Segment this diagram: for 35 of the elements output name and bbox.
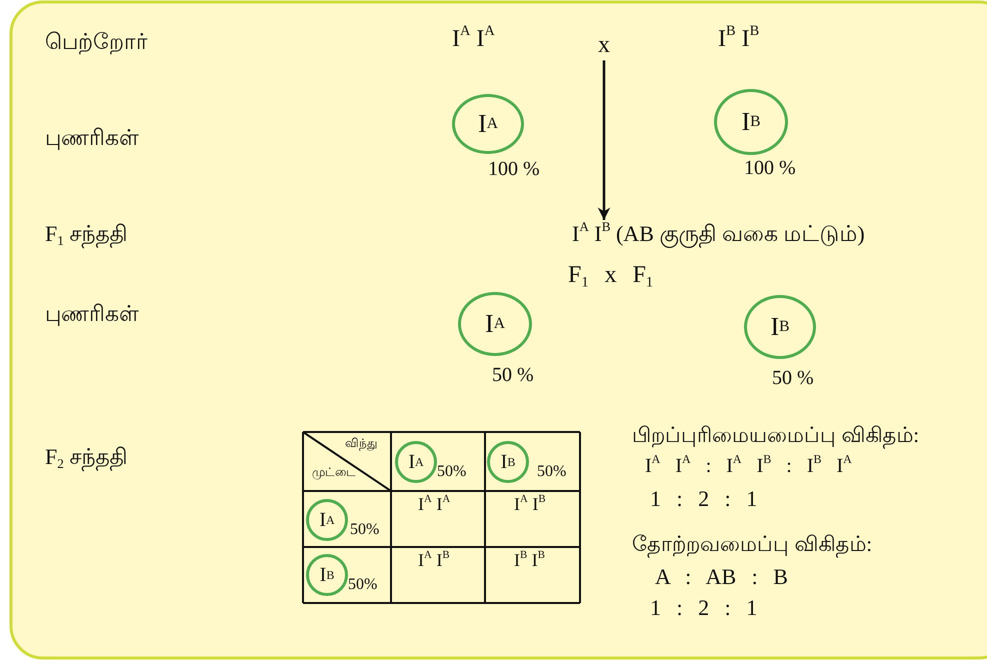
gamete-circle: I$^{B}$ xyxy=(714,89,788,155)
row-label: புணரிகள் xyxy=(45,302,139,326)
genotype-label: I$^{B}$ I$^{B}$ xyxy=(718,26,760,52)
genotype-label: I$^{A}$ I$^{A}$ xyxy=(452,26,495,52)
percentage-label: 100 % xyxy=(744,157,796,179)
genotype-cell-text: I$^{A}$ I$^{B}$ xyxy=(418,551,450,571)
cross-symbol: x xyxy=(598,32,610,58)
genotype-cell-text: I$^{A}$ I$^{B}$ xyxy=(514,495,546,515)
offspring-label: I$^{A}$ I$^{B}$ (AB குருதி வகை மட்டும்) xyxy=(572,222,865,246)
row-label: புணரிகள் xyxy=(45,126,139,150)
genotype-cell-text: I$^{A}$ I$^{A}$ xyxy=(418,495,450,515)
header-text: விந்து xyxy=(345,437,377,450)
ratio-text: 1 : 2 : 1 xyxy=(650,487,758,512)
percentage-label: 50% xyxy=(537,463,566,481)
gamete-circle: I$^{A}$ xyxy=(458,292,532,356)
header-text: முட்டை xyxy=(312,466,356,480)
arrow xyxy=(598,60,610,220)
cross-label: F$_{1}$ x F$_{1}$ xyxy=(568,262,654,288)
ratio-heading: பிறப்புரிமையமைப்பு விகிதம்: xyxy=(632,424,920,448)
gamete-circle: I$^{B}$ xyxy=(744,295,816,359)
ratio-heading: தோற்றவமைப்பு விகிதம்: xyxy=(632,533,872,556)
row-label: F$_{1}$ சந்ததி xyxy=(45,222,128,246)
percentage-label: 50% xyxy=(348,576,378,594)
ratio-text: I$^{A}$ I$^{A}$ : I$^{A}$ I$^{B}$ : I$^{B}$ I$^{A}$ xyxy=(645,455,852,477)
row-label: பெற்றோர் xyxy=(45,30,148,54)
row-label: F$_{2}$ சந்ததி xyxy=(45,445,128,470)
percentage-label: 50 % xyxy=(492,364,534,386)
gamete-circle: I$^{A}$ xyxy=(452,94,524,154)
percentage-label: 100 % xyxy=(488,158,540,180)
percentage-label: 50 % xyxy=(772,367,814,389)
percentage-label: 50% xyxy=(437,463,466,481)
ratio-text: 1 : 2 : 1 xyxy=(650,596,758,620)
ratio-text: A : AB : B xyxy=(655,565,788,590)
genotype-cell-text: I$^{B}$ I$^{B}$ xyxy=(514,551,545,571)
percentage-label: 50% xyxy=(350,521,380,539)
